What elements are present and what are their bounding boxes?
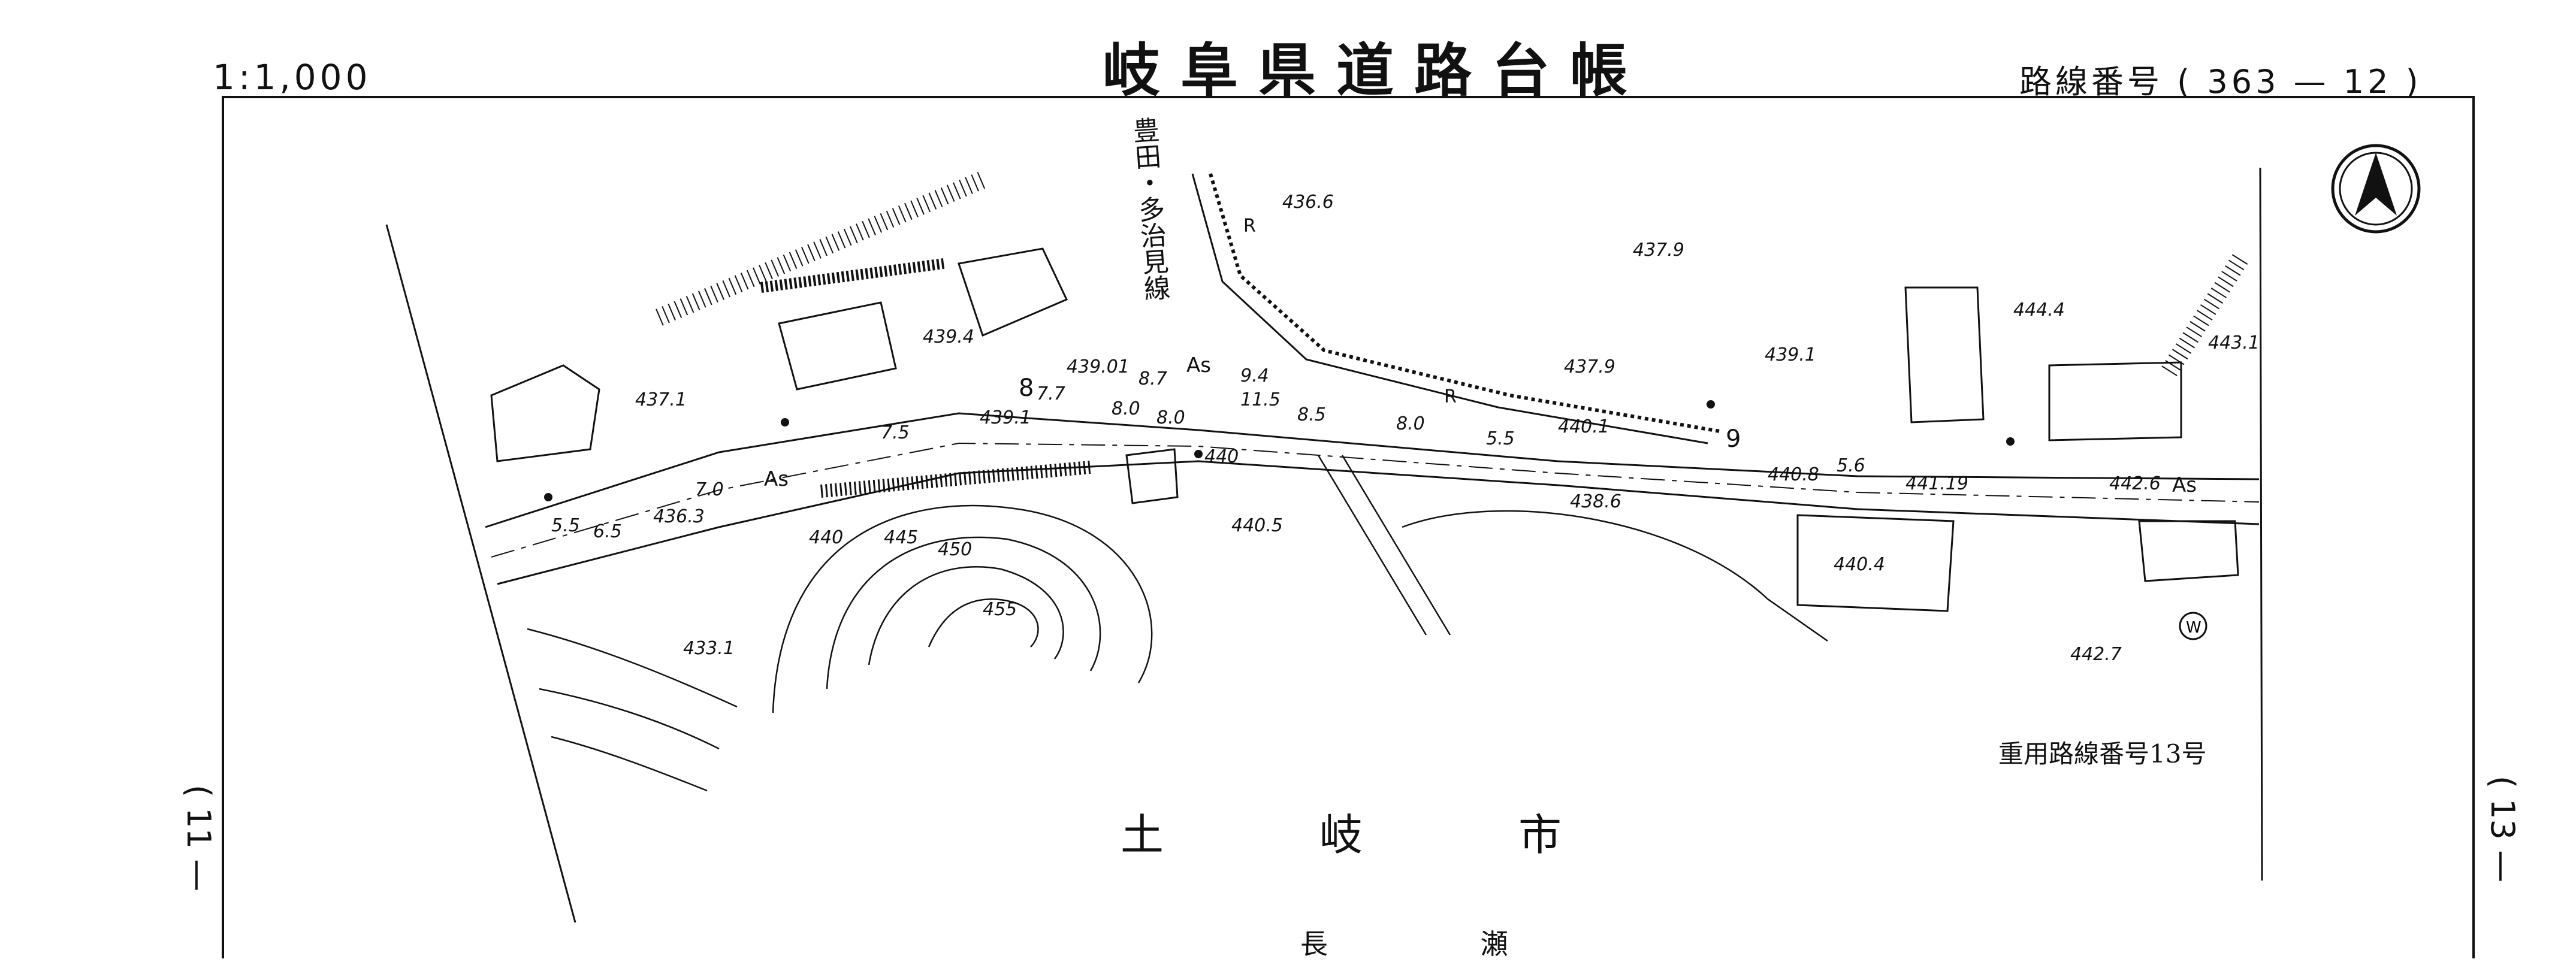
contour-label: 440 bbox=[809, 527, 844, 548]
fence bbox=[760, 258, 945, 293]
elevation-label: 439.1 bbox=[1765, 344, 1816, 365]
elevation-label: 444.4 bbox=[2013, 300, 2065, 320]
elevation-label: 436.6 bbox=[1282, 192, 1334, 213]
elevation-label: 433.1 bbox=[683, 638, 735, 659]
width-label: 7.5 bbox=[881, 422, 910, 443]
slope-hatch bbox=[656, 171, 986, 326]
well-w: W bbox=[2186, 619, 2201, 637]
width-label: 8.0 bbox=[1112, 398, 1140, 419]
route-number: 路線番号 ( 363 — 12 ) bbox=[2019, 63, 2422, 101]
main-road bbox=[485, 412, 2260, 585]
width-label: 9.4 bbox=[1240, 365, 1269, 386]
width-label: 7.0 bbox=[695, 479, 724, 500]
elevation-label: 437.1 bbox=[635, 389, 687, 410]
sheet-left-edge bbox=[385, 224, 576, 923]
page-title: 岐阜県道路台帳 bbox=[1103, 37, 1648, 104]
sheet-mark-right: ( 13 — bbox=[2484, 776, 2521, 883]
width-label: 8.0 bbox=[1396, 413, 1425, 434]
elevation-label: 440.4 bbox=[1834, 554, 1885, 575]
marker-dot bbox=[781, 418, 789, 426]
marker-dot bbox=[1707, 400, 1715, 409]
marker-dot bbox=[1194, 450, 1203, 458]
sheet-mark-left: ( 11 — bbox=[180, 785, 218, 892]
surface-label: As bbox=[2172, 473, 2197, 497]
elevation-label: 436.3 bbox=[653, 506, 705, 527]
sheet-right-edge bbox=[2259, 167, 2263, 881]
place-name: 長 瀬 bbox=[1300, 928, 1580, 960]
elevation-label: 440.8 bbox=[1768, 464, 1819, 485]
lower-features bbox=[527, 455, 1828, 792]
elevation-label: 442.7 bbox=[2070, 644, 2122, 665]
elevation-label: 437.9 bbox=[1633, 240, 1684, 261]
elevation-label: 443.1 bbox=[2208, 332, 2260, 353]
alt-route-label: 重用路線番号13号 bbox=[1998, 739, 2207, 769]
elevation-label: 439.4 bbox=[923, 326, 974, 347]
width-label: 5.5 bbox=[551, 515, 580, 536]
marker-dot bbox=[544, 493, 552, 501]
station-number: 9 bbox=[1726, 425, 1741, 453]
contour-label: 450 bbox=[938, 539, 973, 560]
contours bbox=[772, 504, 1153, 713]
marker-dot bbox=[2006, 437, 2015, 446]
retaining-wall bbox=[820, 461, 1091, 498]
elevation-label: 439.1 bbox=[980, 407, 1031, 428]
elevation-label: 442.6 bbox=[2109, 473, 2161, 494]
elevation-label: 438.6 bbox=[1570, 491, 1621, 512]
elevation-label: 441.19 bbox=[1905, 473, 1968, 494]
width-label: 7.7 bbox=[1037, 383, 1065, 404]
width-label: 8.0 bbox=[1156, 407, 1185, 428]
map-scale: 1:1,000 bbox=[213, 57, 372, 98]
width-label: 5.6 bbox=[1837, 455, 1865, 476]
elevation-label: 437.9 bbox=[1564, 356, 1615, 377]
buildings bbox=[490, 247, 2239, 612]
contour-label: 455 bbox=[983, 599, 1017, 620]
width-label: 11.5 bbox=[1240, 389, 1281, 410]
elevation-label: 440.1 bbox=[1558, 416, 1609, 437]
road-mark: R bbox=[1243, 216, 1256, 237]
well-symbol bbox=[2179, 612, 2207, 640]
road-mark: R bbox=[1444, 386, 1457, 407]
elevation-label: 440.5 bbox=[1231, 515, 1283, 536]
city-name: 土岐市 bbox=[1121, 810, 1718, 860]
width-label: 6.5 bbox=[593, 521, 622, 542]
width-label: 8.5 bbox=[1297, 404, 1326, 425]
station-number: 8 bbox=[1019, 374, 1034, 402]
contour-label: 445 bbox=[884, 527, 919, 548]
width-label: 8.7 bbox=[1138, 368, 1167, 389]
surface-label: As bbox=[1186, 353, 1211, 377]
width-label: 5.5 bbox=[1486, 428, 1515, 449]
pref-road bbox=[1191, 173, 1720, 444]
slope-hatch-right bbox=[2161, 252, 2249, 377]
road-map: W bbox=[385, 144, 2421, 923]
north-arrow-icon bbox=[2331, 144, 2421, 234]
map-frame bbox=[222, 96, 2475, 958]
elevation-label: 439.01 bbox=[1067, 356, 1130, 377]
surface-label: As bbox=[764, 467, 789, 491]
contour-label: 440 bbox=[1204, 446, 1239, 467]
